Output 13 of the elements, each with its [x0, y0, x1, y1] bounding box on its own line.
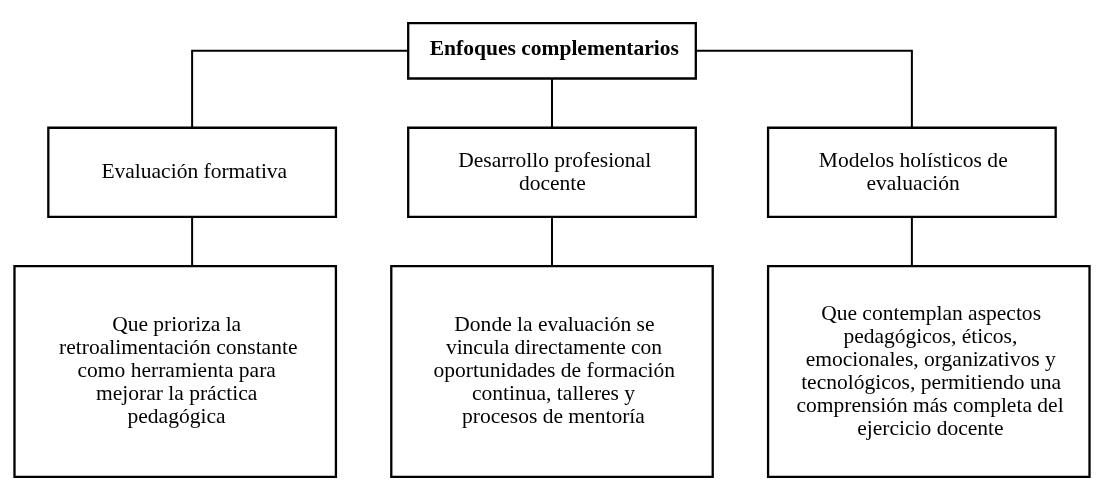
connector — [551, 215, 553, 267]
connector — [191, 215, 194, 267]
connector — [191, 49, 409, 128]
node-box: Desarrollo profesional docente — [407, 126, 697, 218]
node-box: Donde la evaluación se vincula directamente con oportunidades de formación continua, talleres y procesos de mentoría — [390, 264, 714, 478]
node-box: Que contemplan aspectos pedagógicos, éticos, emocionales, organizativos y tecnológicos, permitiendo una comprensión más completa del ejercicio docente — [766, 264, 1091, 478]
node-box: Que prioriza la retroalimentación constante como herramienta para mejorar la práctica pedagógica — [13, 264, 338, 478]
node-box: Modelos holísticos de evaluación — [766, 126, 1057, 218]
node-box: Enfoques complementarios — [407, 21, 697, 80]
node-box: Evaluación formativa — [47, 126, 338, 218]
connector — [910, 215, 913, 267]
connector — [551, 77, 553, 129]
connector — [695, 49, 913, 128]
